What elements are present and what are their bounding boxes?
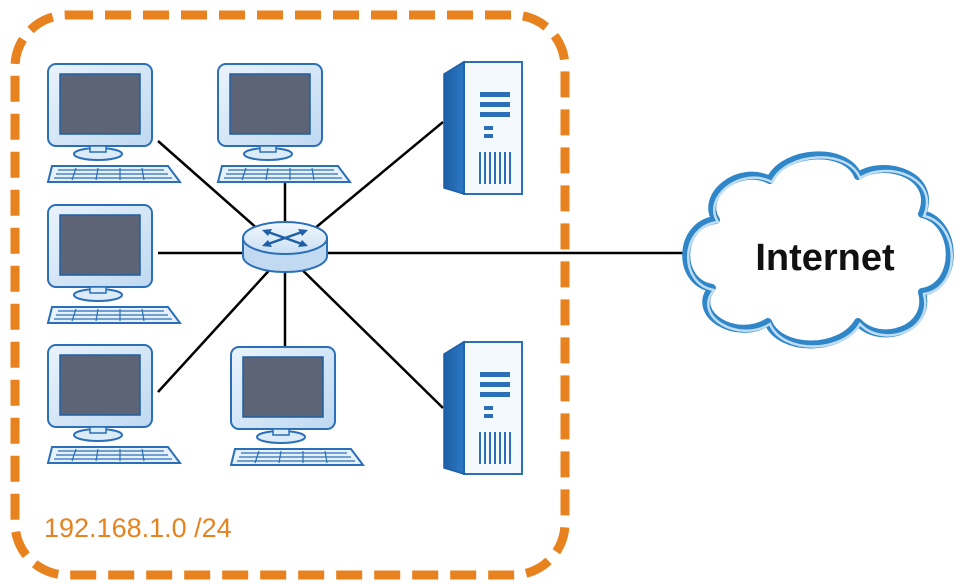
link-server-2 xyxy=(284,252,444,409)
computer-2 xyxy=(217,63,351,183)
computer-3 xyxy=(47,204,181,324)
server-2 xyxy=(443,341,523,475)
internet-cloud-icon xyxy=(682,151,954,349)
link-computer-4 xyxy=(157,252,286,393)
computer-1 xyxy=(47,63,181,183)
computer-5 xyxy=(230,346,364,466)
router-icon xyxy=(242,221,328,273)
computer-4 xyxy=(47,344,181,464)
internet-label: Internet xyxy=(755,237,895,279)
subnet-address-label: 192.168.1.0 /24 xyxy=(44,513,232,543)
server-1 xyxy=(443,61,523,195)
